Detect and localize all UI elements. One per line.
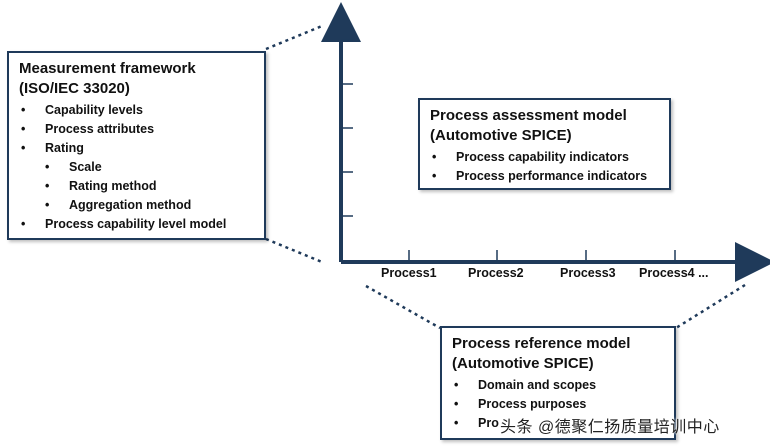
list-item: Capability levels xyxy=(19,101,254,120)
list-item: Process capability level model xyxy=(19,215,254,234)
measurement-framework-standard: (ISO/IEC 33020) xyxy=(19,80,130,97)
measurement-framework-box: Measurement framework (ISO/IEC 33020) Ca… xyxy=(7,51,266,240)
x-ticks xyxy=(408,250,676,262)
watermark: 头条 @德聚仁扬质量培训中心 xyxy=(500,419,720,436)
assessment-model-title: Process assessment model xyxy=(430,107,627,124)
sub-list-item: Scale xyxy=(19,158,254,177)
x-axis-label: Process1 xyxy=(381,266,437,280)
list-item: Rating xyxy=(19,139,254,158)
reference-model-title: Process reference model xyxy=(452,335,631,352)
reference-model-list: Domain and scopes Process purposes Pro xyxy=(452,376,664,433)
sub-list-item: Aggregation method xyxy=(19,196,254,215)
y-ticks xyxy=(341,39,353,217)
reference-model-box: Process reference model (Automotive SPIC… xyxy=(440,326,676,440)
assessment-model-box: Process assessment model (Automotive SPI… xyxy=(418,98,671,190)
sub-list-item: Rating method xyxy=(19,177,254,196)
x-axis-label: Process2 xyxy=(468,266,524,280)
list-item: Process attributes xyxy=(19,120,254,139)
reference-model-subtitle: (Automotive SPICE) xyxy=(452,355,594,372)
assessment-model-subtitle: (Automotive SPICE) xyxy=(430,127,572,144)
list-item: Process capability indicators xyxy=(430,148,659,167)
list-item: Domain and scopes xyxy=(452,376,664,395)
assessment-model-list: Process capability indicators Process pe… xyxy=(430,148,659,186)
measurement-framework-title: Measurement framework xyxy=(19,60,196,77)
x-axis-label: Process3 xyxy=(560,266,616,280)
list-item: Process purposes xyxy=(452,395,664,414)
list-item: Process performance indicators xyxy=(430,167,659,186)
measurement-framework-list: Capability levels Process attributes Rat… xyxy=(19,101,254,234)
x-axis-label: Process4 ... xyxy=(639,266,709,280)
list-item: Pro xyxy=(452,414,664,433)
dotted-connectors xyxy=(265,24,746,330)
